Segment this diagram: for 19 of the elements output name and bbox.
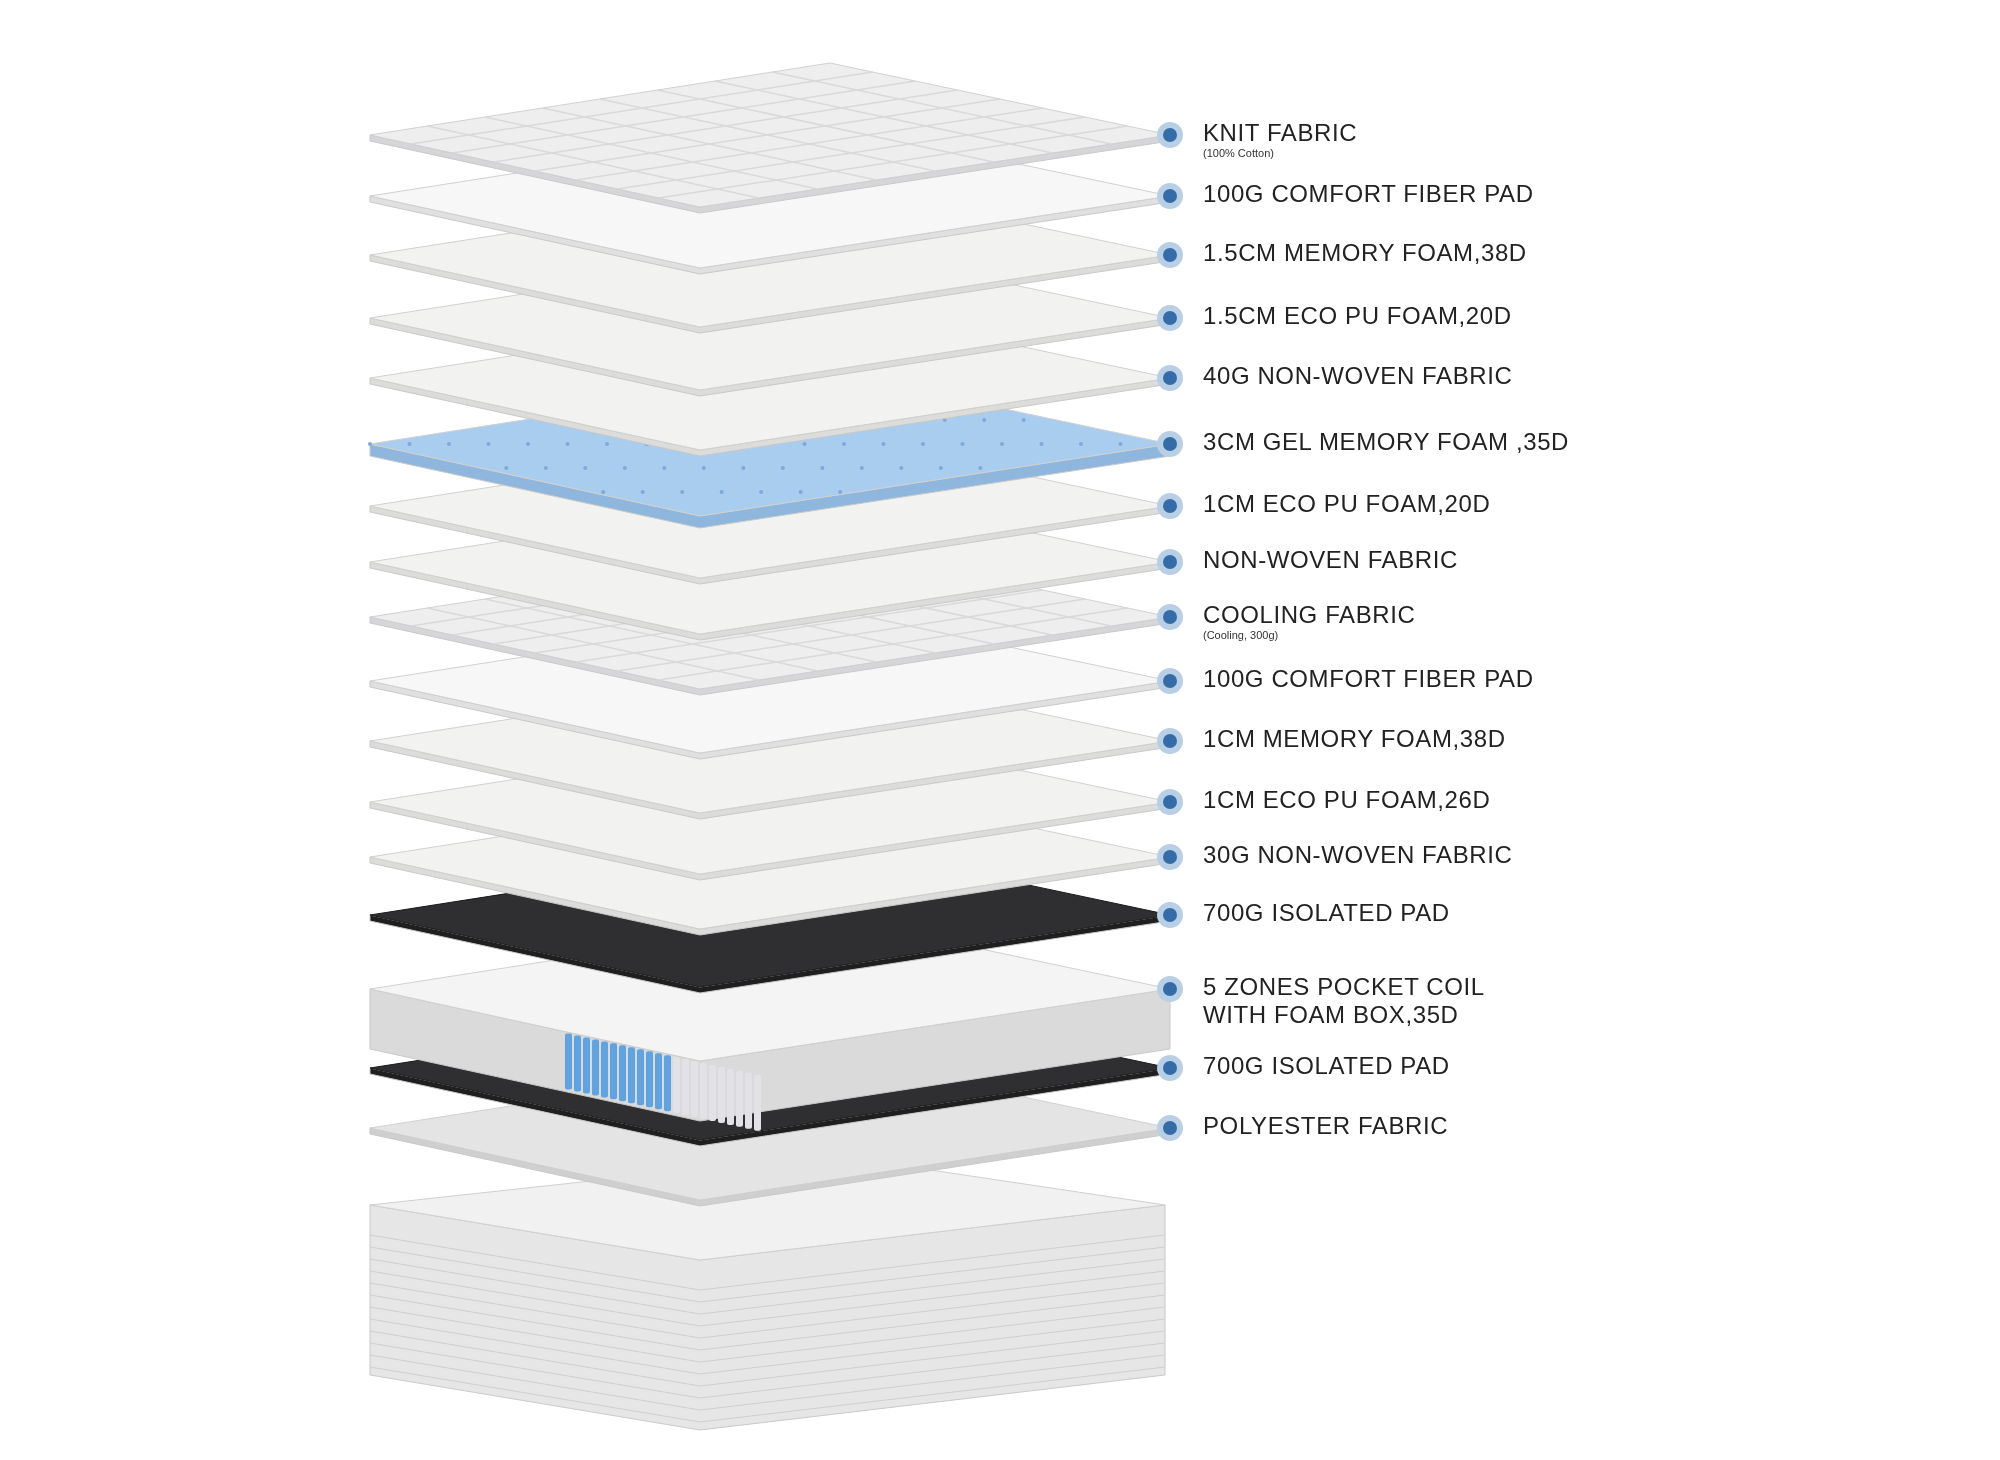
layer-label: 700G ISOLATED PAD <box>1203 899 1450 927</box>
layer-label: 3CM GEL MEMORY FOAM ,35D <box>1203 428 1570 456</box>
layer-sublabel: (Cooling, 300g) <box>1203 629 1280 642</box>
layer-label: 1.5CM MEMORY FOAM,38D <box>1203 239 1527 267</box>
layer-label: NON-WOVEN FABRIC <box>1203 546 1458 574</box>
layer-label: 5 ZONES POCKET COIL WITH FOAM BOX,35D <box>1203 973 1485 1029</box>
layer-label: COOLING FABRIC <box>1203 601 1416 629</box>
layer-label: 1CM ECO PU FOAM,20D <box>1203 490 1491 518</box>
layer-label: 100G COMFORT FIBER PAD <box>1203 665 1534 693</box>
layer-label: POLYESTER FABRIC <box>1203 1112 1449 1140</box>
layer-sublabel: (100% Cotton) <box>1203 147 1275 160</box>
layer-label: KNIT FABRIC <box>1203 119 1358 147</box>
layer-label: 100G COMFORT FIBER PAD <box>1203 180 1534 208</box>
layer-label: 40G NON-WOVEN FABRIC <box>1203 362 1513 390</box>
layer-label: 30G NON-WOVEN FABRIC <box>1203 841 1513 869</box>
layer-label: 1CM ECO PU FOAM,26D <box>1203 786 1491 814</box>
layer-label: 1.5CM ECO PU FOAM,20D <box>1203 302 1512 330</box>
layer-label: 700G ISOLATED PAD <box>1203 1052 1450 1080</box>
layer-label: 1CM MEMORY FOAM,38D <box>1203 725 1506 753</box>
